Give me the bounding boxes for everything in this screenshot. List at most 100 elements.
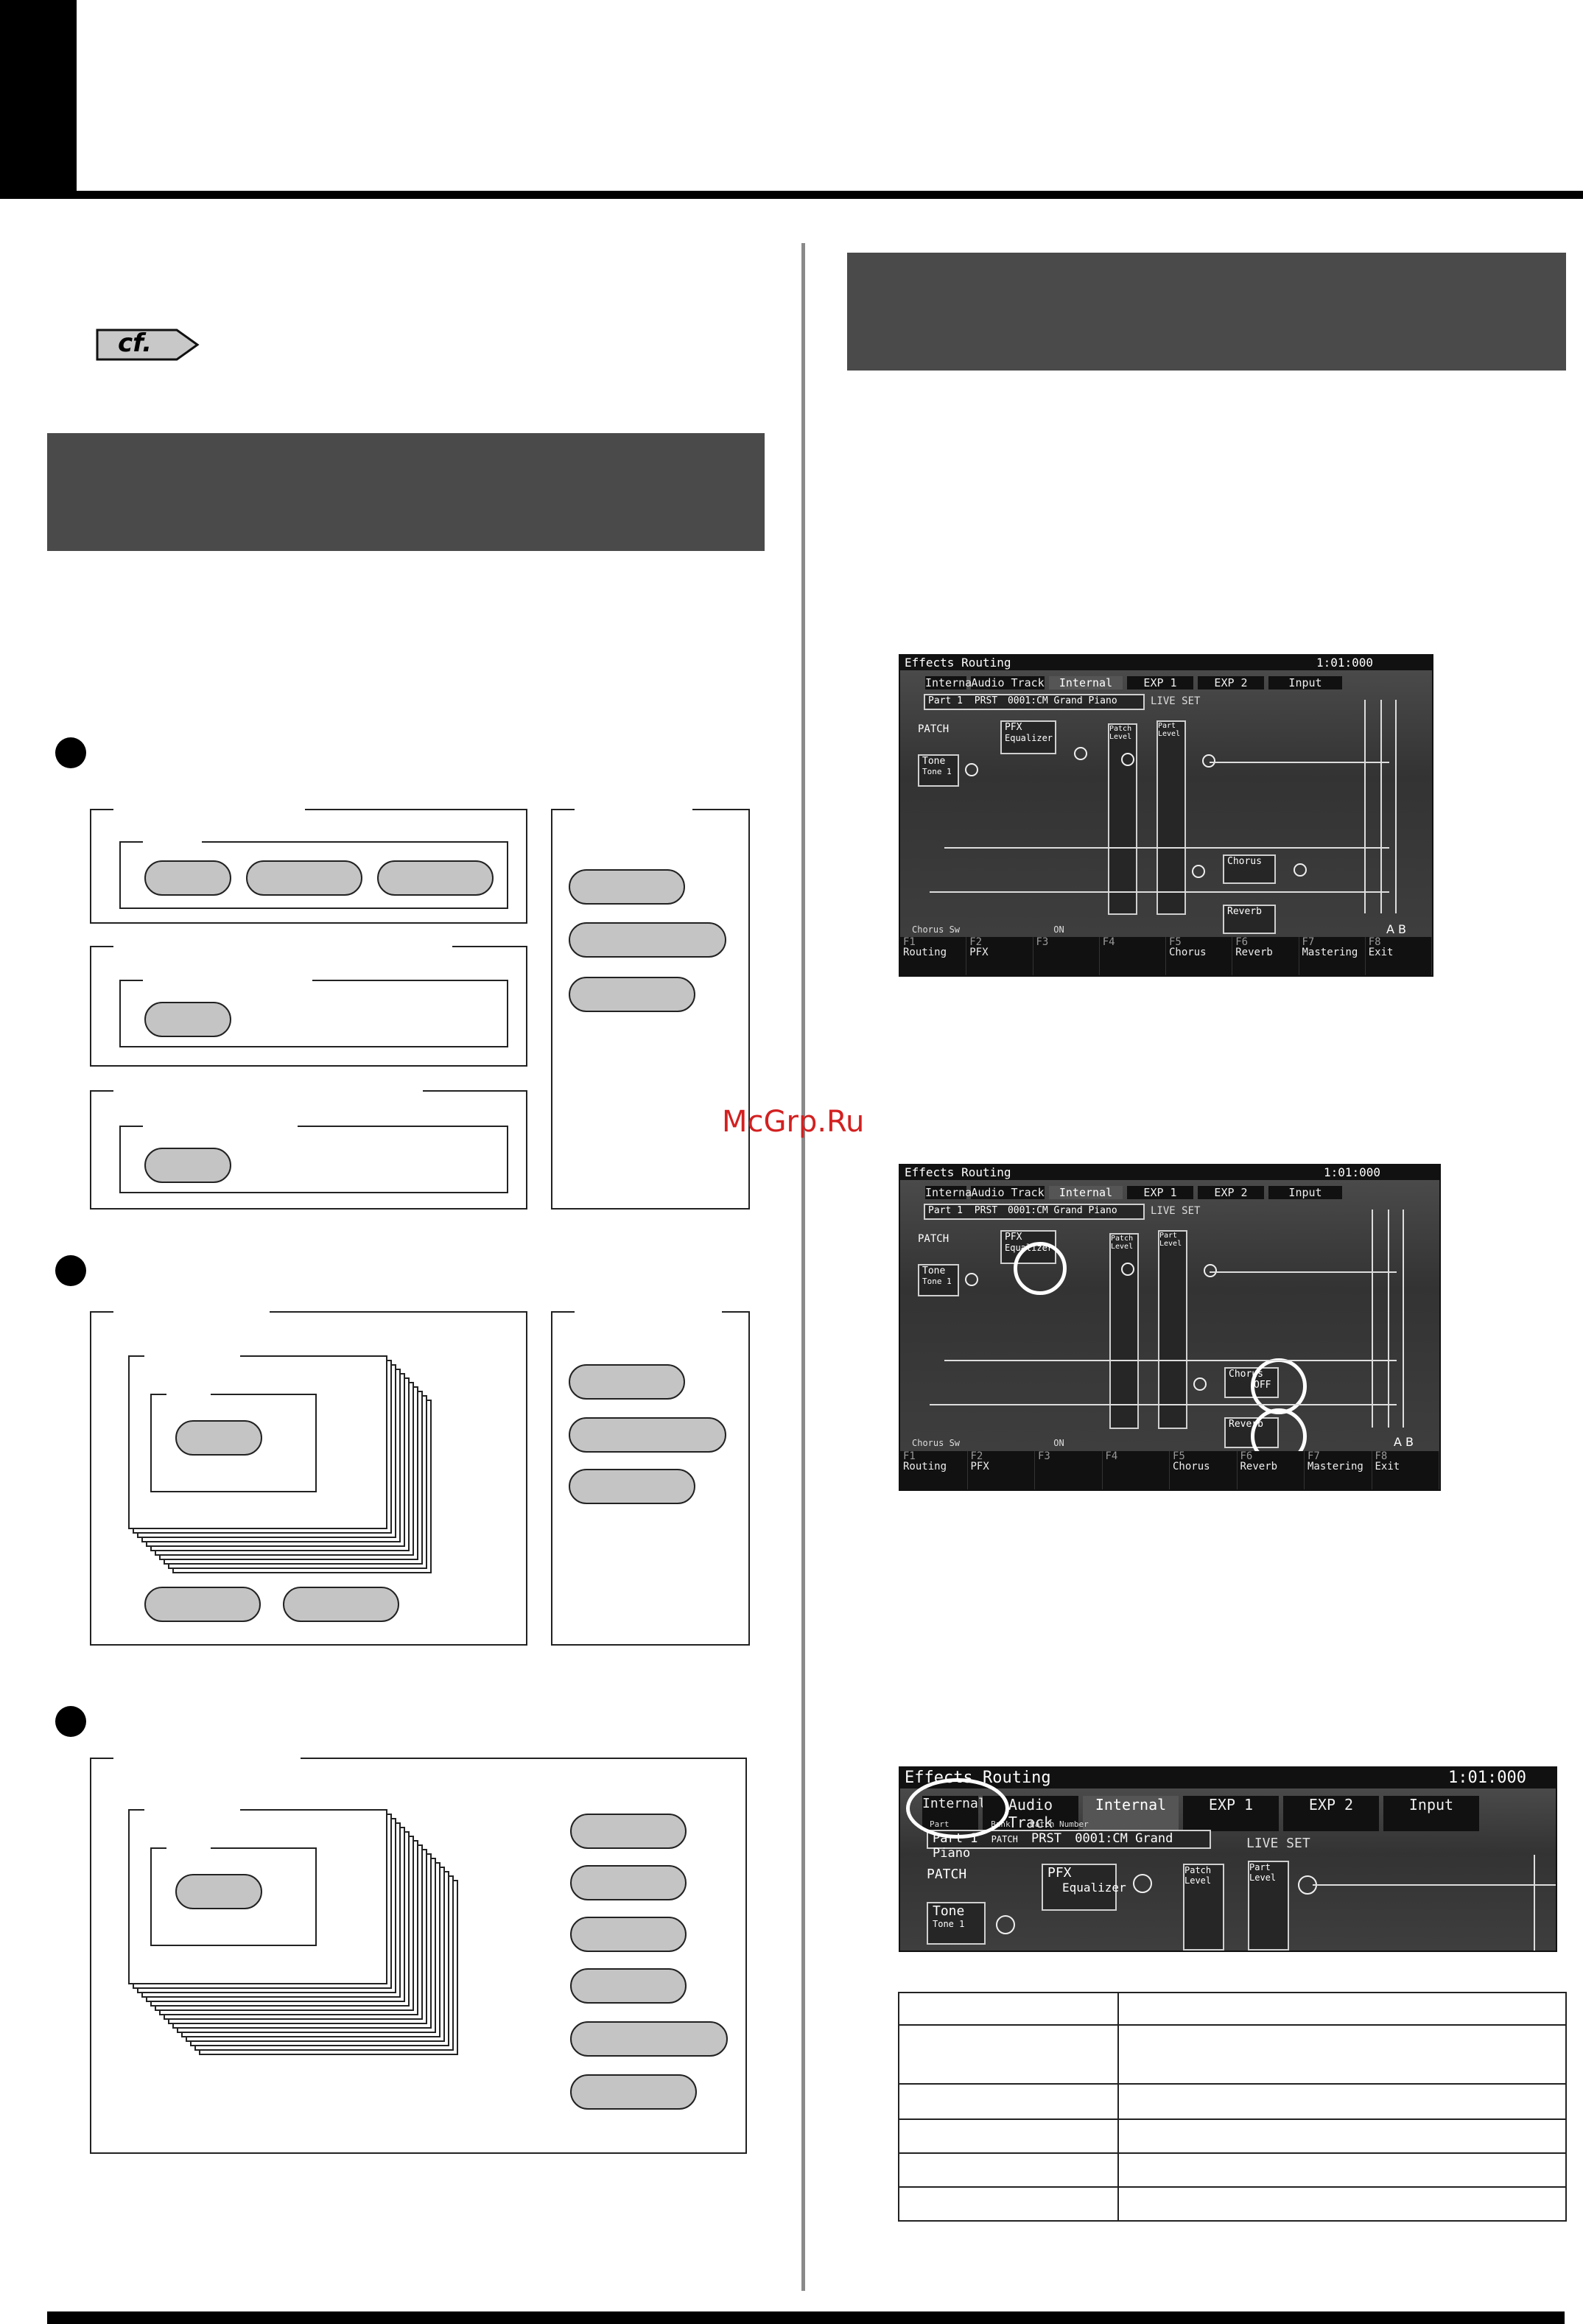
signal-line [1364,700,1366,913]
tab-audio-track[interactable]: Audio Track [971,1186,1045,1199]
reverb-block[interactable]: Reverb [1223,905,1276,934]
fkey-3[interactable]: F3 [1035,1451,1103,1489]
tone-block[interactable]: Tone Tone 1 [927,1902,986,1945]
live-set-label: LIVE SET [1151,695,1201,707]
pfx-block[interactable]: PFX Equalizer [1000,720,1056,754]
signal-line [930,1404,1397,1405]
screen-capture-2: Effects Routing 1:01:000 Internal Audio … [899,1164,1441,1491]
table-cell [898,1992,1119,2026]
tone-block[interactable]: Tone Tone 1 [918,1264,959,1296]
fkey-3[interactable]: F3 [1033,937,1100,975]
fkey-label: Mastering [1302,947,1358,958]
status-text: Chorus Sw [912,1438,961,1448]
tab-input[interactable]: Input [1268,676,1342,689]
knob-icon[interactable] [1121,753,1134,766]
pfx-block[interactable]: PFX Equalizer [1042,1864,1126,1911]
status-text: Chorus Sw [912,924,961,935]
tab-audio-track[interactable]: Audio Track [971,676,1045,689]
patch-level-column: Patch Level [1183,1864,1224,1951]
tab-exp2[interactable]: EXP 2 [1198,676,1264,689]
knob-icon[interactable] [965,1273,978,1286]
patch-select-field[interactable]: Part 1 PATCH PRST 0001:CM Grand Piano [927,1830,1211,1861]
fkey-number: F5 [1173,1450,1185,1462]
frame-label-gap [113,946,452,947]
bank-value: PRST [1031,1831,1061,1846]
fkey-4[interactable]: F4 [1103,1451,1170,1489]
tab-input[interactable]: Input [1383,1796,1479,1831]
tab-exp1[interactable]: EXP 1 [1183,1796,1279,1831]
header-rule [77,191,1583,199]
table-row [898,2152,1567,2188]
diagram1-block-a-inner [119,841,508,909]
knob-icon[interactable] [996,1915,1015,1934]
tab-exp2[interactable]: EXP 2 [1283,1796,1379,1831]
fkey-number: F3 [1038,1450,1050,1462]
screen-counter: 1:01:000 [1316,656,1373,670]
patch-select-field[interactable]: Part 1 PRST 0001:CM Grand Piano [924,694,1145,710]
knob-icon[interactable] [1204,1264,1217,1277]
patch-label: PATCH [918,723,950,735]
knob-icon[interactable] [1193,1377,1207,1391]
chorus-block[interactable]: Chorus [1223,854,1276,884]
pill [569,1417,726,1453]
fkey-label: Exit [1368,947,1394,958]
tab-internal-select[interactable]: Internal [925,676,979,689]
tab-internal[interactable]: Internal [1083,1796,1179,1831]
diagram1-block-b [90,946,527,1067]
tab-internal-select[interactable]: Internal [925,1186,979,1199]
patch-level-column: Patch Level [1109,1233,1139,1429]
fkey-number: F2 [969,936,983,948]
tab-internal[interactable]: Internal [1049,1186,1123,1199]
table-cell [1117,2118,1567,2154]
tab-exp2[interactable]: EXP 2 [1198,1186,1264,1199]
frame-label-gap [143,980,312,981]
bullet-dot-1 [55,737,86,768]
bank-value: PRST [974,1205,998,1216]
knob-icon[interactable] [965,763,978,776]
fkey-number: F4 [1102,936,1115,948]
fkey-4[interactable]: F4 [1100,937,1166,975]
knob-icon[interactable] [1121,1263,1134,1276]
patch-select-field[interactable]: Part 1 PRST 0001:CM Grand Piano [924,1204,1145,1220]
fkey-number: F7 [1302,936,1315,948]
right-section-heading-bar [847,253,1566,371]
diagram1-block-a [90,809,527,924]
diagram1-block-b-inner [119,980,508,1047]
tab-exp1[interactable]: EXP 1 [1127,676,1193,689]
chorus-label: Chorus [1227,856,1262,867]
ab-indicator: A B [1386,922,1407,936]
fkey-number: F8 [1368,936,1381,948]
tab-exp1[interactable]: EXP 1 [1127,1186,1193,1199]
part-level-column: Part Level [1158,1230,1187,1429]
knob-icon[interactable] [1192,865,1205,878]
frame-label-gap [144,1809,240,1811]
watermark: McGrp.Ru [722,1105,865,1139]
patch-label: PATCH [918,1233,950,1245]
knob-icon[interactable] [1202,754,1215,768]
knob-icon[interactable] [1133,1874,1152,1893]
frame-label-gap [575,1311,722,1313]
tone-block[interactable]: Tone Tone 1 [918,754,959,787]
knob-icon[interactable] [1074,747,1087,760]
pill [175,1420,262,1456]
pill [569,1469,695,1504]
knob-icon[interactable] [1294,863,1307,877]
tone-label: Tone [933,1903,965,1919]
pill [570,2074,697,2110]
table-row [898,2024,1567,2085]
frame-label-gap [143,841,202,843]
tab-input[interactable]: Input [1268,1186,1342,1199]
tab-internal[interactable]: Internal [1049,676,1123,689]
